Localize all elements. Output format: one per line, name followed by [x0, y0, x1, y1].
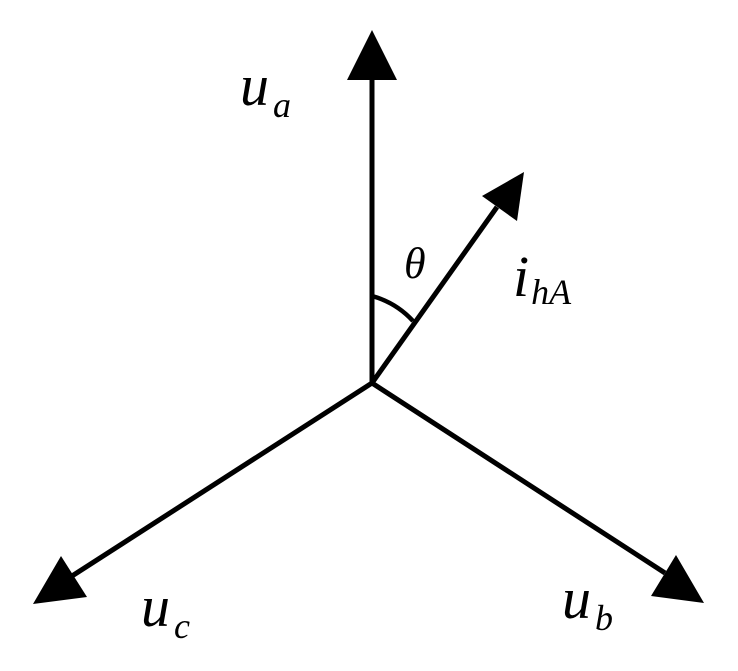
- label-theta: θ: [404, 239, 426, 288]
- vector-ub-arrowhead: [651, 555, 704, 603]
- vector-uc: [33, 380, 374, 604]
- vector-ua: [347, 30, 397, 383]
- vector-ub-shaft: [370, 380, 667, 576]
- label-iha: ihA: [513, 244, 572, 312]
- vector-uc-arrowhead: [33, 556, 87, 604]
- vector-uc-shaft: [70, 380, 374, 579]
- angle-theta-arc: [371, 293, 415, 323]
- vector-ub: [370, 380, 704, 603]
- vector-iha-arrowhead: [482, 172, 524, 221]
- vector-iha: [369, 172, 524, 385]
- vector-iha-shaft: [369, 205, 500, 385]
- vector-ua-arrowhead: [347, 30, 397, 80]
